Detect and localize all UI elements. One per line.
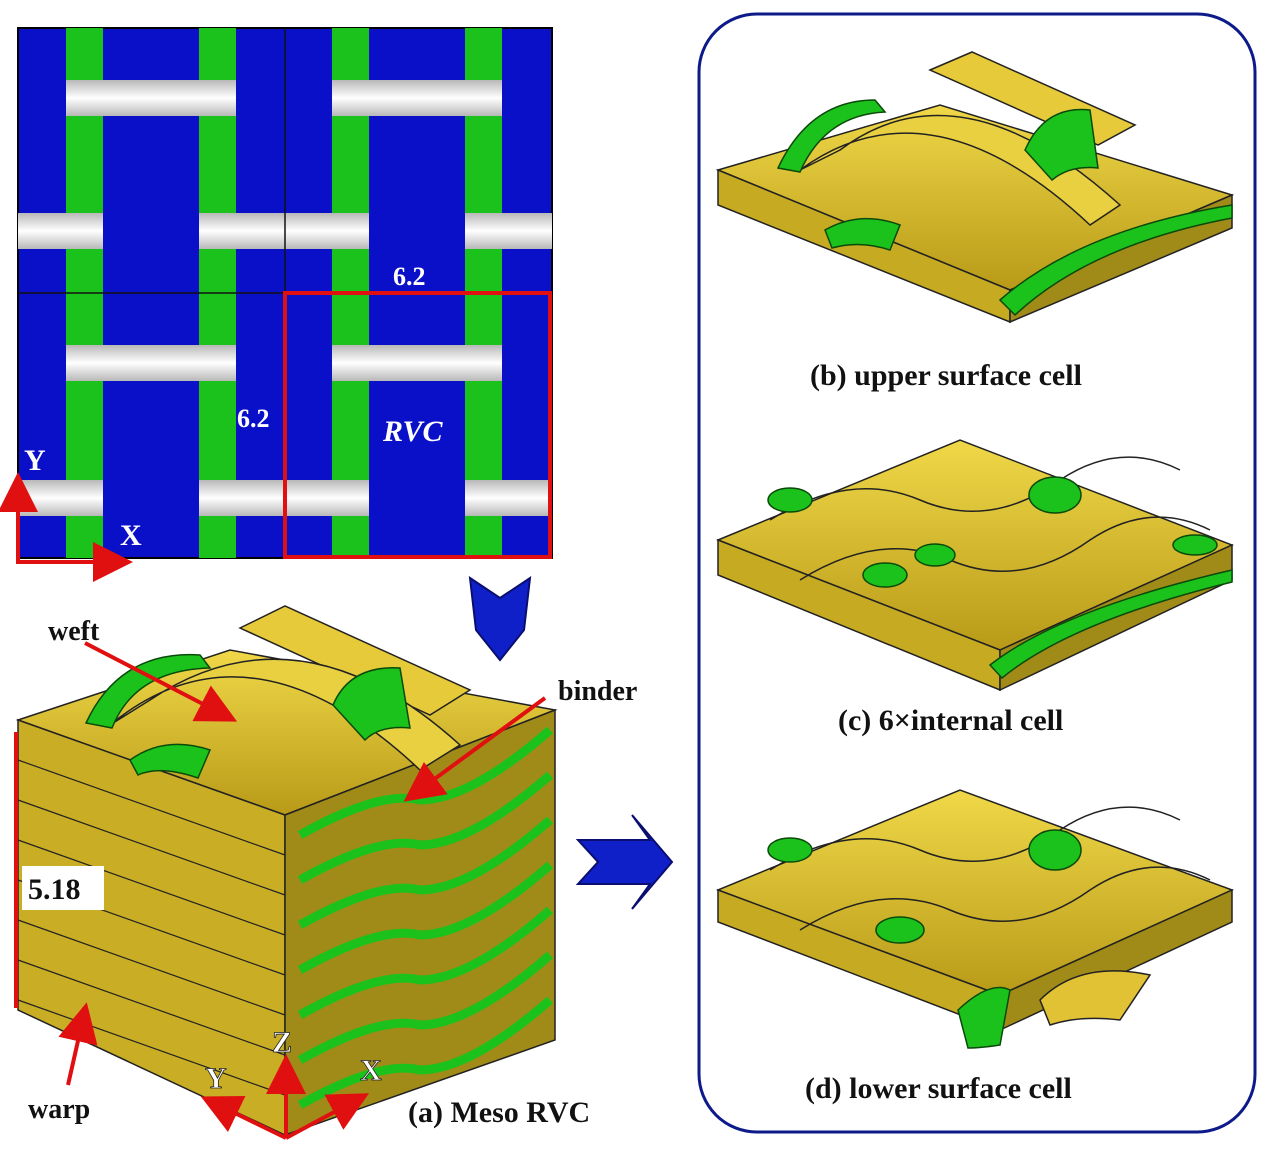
cell-binder — [824, 217, 901, 251]
internal-cell — [715, 439, 1234, 692]
axis-y3-label: Y — [205, 1062, 227, 1095]
cell-wave — [799, 516, 1211, 581]
cell-binder-ellipse — [914, 543, 956, 567]
layer-line — [17, 759, 286, 856]
layer-line — [17, 919, 286, 1016]
cell-binder — [776, 99, 887, 173]
axis-y-label: Y — [24, 444, 46, 477]
rvc-box — [283, 291, 552, 559]
binder-top-pocket — [129, 743, 212, 779]
internal-caption: (c) 6×internal cell — [838, 704, 1063, 737]
layer-line — [17, 799, 286, 896]
weft-bar — [66, 345, 236, 381]
upper-surface-cell — [715, 51, 1235, 324]
layer-line — [17, 839, 286, 936]
weave-top-view: 6.2 6.2 RVC Y X — [0, 27, 553, 582]
right-arrow-icon — [575, 814, 674, 910]
weft-bar — [18, 480, 103, 516]
weft-bar — [465, 480, 552, 516]
weft-bar — [332, 80, 502, 116]
cell-binder-ellipse — [1028, 476, 1082, 514]
weft-arrow — [84, 641, 238, 722]
weft-bar — [66, 80, 236, 116]
cell-wave — [799, 866, 1211, 931]
axis-x3-line — [285, 1093, 370, 1140]
cell-binder-ellipse — [767, 837, 813, 863]
cell-binder-ellipse — [1028, 829, 1082, 871]
dim-horizontal-label: 6.2 — [393, 262, 426, 291]
binder-curve — [297, 861, 553, 974]
binder-curve — [297, 771, 553, 884]
rvc-label: RVC — [382, 415, 443, 448]
binder-curve — [297, 906, 553, 1019]
dim-vertical-label: 6.2 — [237, 404, 270, 433]
cell-binder — [957, 986, 1011, 1049]
meso-caption: (a) Meso RVC — [408, 1096, 590, 1129]
cell-wave — [769, 806, 1181, 871]
cell-binder-ellipse — [1172, 534, 1218, 556]
warp-arrow — [58, 1002, 98, 1086]
cell-wave — [769, 456, 1181, 521]
binder-label: binder — [558, 676, 637, 707]
axis-z-label: Z — [272, 1026, 292, 1059]
lower-caption: (d) lower surface cell — [805, 1072, 1072, 1105]
binder-top-mid — [332, 667, 411, 742]
cell-binder-ellipse — [875, 916, 925, 944]
height-label: 5.18 — [28, 873, 81, 906]
axis-x3-label: X — [360, 1054, 382, 1087]
cell-binder — [1024, 108, 1099, 182]
meso-rvc-model: 5.18 weft binder warp Z Y X — [14, 605, 637, 1140]
weft-bar — [465, 213, 552, 249]
axis-y3-line — [200, 1096, 287, 1140]
right-face — [284, 708, 556, 1137]
lower-surface-cell — [715, 789, 1234, 1049]
warp-label: warp — [28, 1094, 90, 1125]
cell-binder-ellipse — [862, 562, 908, 588]
cell-binder-ellipse — [767, 487, 813, 513]
binder-curve — [297, 996, 553, 1109]
weft-label: weft — [48, 616, 100, 647]
axis-x-label: X — [120, 519, 142, 552]
layer-line — [17, 959, 286, 1056]
weft-bar — [18, 213, 103, 249]
upper-caption: (b) upper surface cell — [810, 359, 1082, 392]
binder-top-left — [84, 653, 212, 729]
binder-curve — [297, 816, 553, 929]
down-arrow-icon — [468, 575, 532, 662]
height-label-box — [22, 866, 104, 910]
weft-bar — [332, 345, 502, 381]
cell-binder — [988, 569, 1233, 680]
cell-binder — [998, 204, 1233, 317]
binder-arrow — [403, 696, 547, 802]
cell-bottom-tow — [1039, 970, 1152, 1026]
weft-bar — [199, 213, 369, 249]
binder-curve — [297, 951, 553, 1064]
